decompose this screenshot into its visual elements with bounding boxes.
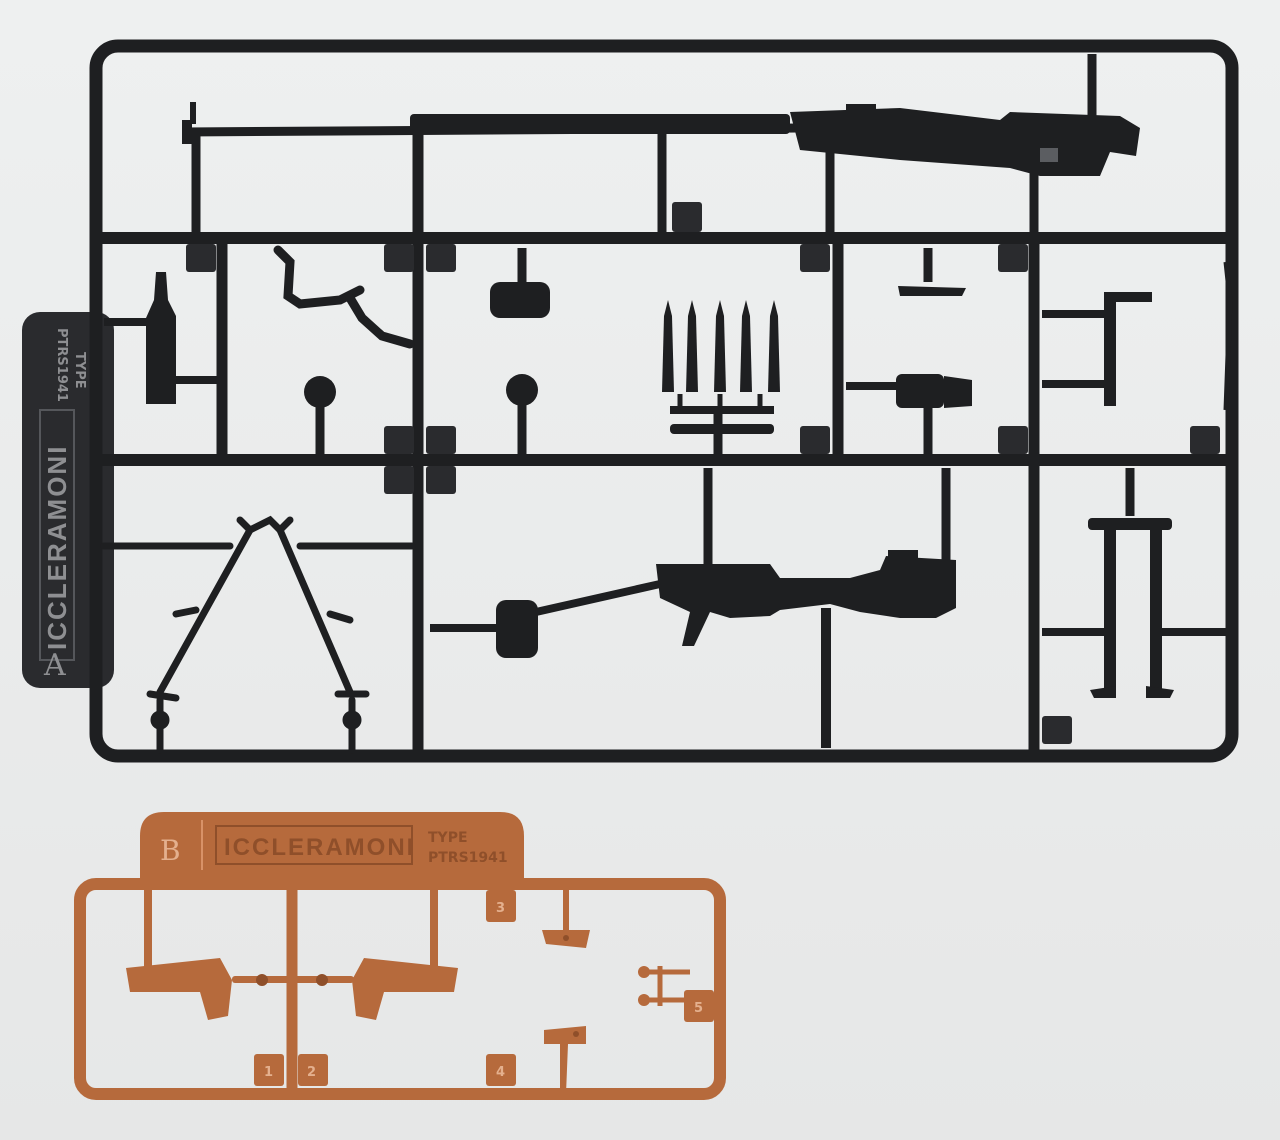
sprue-a-part-drum <box>490 248 550 318</box>
sprue-a-part-knob-right <box>506 374 538 454</box>
sprue-b-brand: ICCLERAMONI <box>224 834 415 861</box>
sprue-a-part-bipod <box>100 515 416 754</box>
sprue-a-letter: A <box>43 648 66 683</box>
sprue-a-part-grenade-cluster <box>846 374 972 454</box>
sprue-b-part-pins <box>638 966 690 1006</box>
sprue-a-part-receiver <box>430 468 956 748</box>
part-number-5: 5 <box>694 1001 703 1016</box>
sprue-a-part-cartridges <box>662 300 780 454</box>
sprue-a-part-rifle-barrel <box>182 54 1140 238</box>
sprue-b-type-label: TYPE <box>428 830 468 846</box>
part-number-2: 2 <box>307 1065 316 1080</box>
sprue-b: B ICCLERAMONI TYPE PTRS1941 1 2 3 4 5 <box>74 812 726 1100</box>
sprue-a: ICCLERAMONI TYPE PTRS1941 A <box>22 39 1239 763</box>
sprue-b-number-tabs: 1 2 3 4 5 <box>254 890 714 1086</box>
sprue-a-brand: ICCLERAMONI <box>42 445 72 650</box>
sprue-a-frame <box>89 39 1239 763</box>
sprue-a-part-knob-left <box>304 376 336 454</box>
sprue-b-frame <box>74 878 726 1100</box>
sprue-a-part-crank <box>1042 261 1233 411</box>
sprue-b-part-small-bracket-top <box>542 890 590 948</box>
sprue-b-model: PTRS1941 <box>428 850 508 866</box>
sprue-b-label-tab: B ICCLERAMONI TYPE PTRS1941 <box>140 812 524 886</box>
sprue-a-part-monopod <box>1042 468 1226 698</box>
sprue-a-part-hammer <box>898 248 966 296</box>
part-number-4: 4 <box>496 1065 505 1080</box>
part-number-1: 1 <box>264 1065 273 1080</box>
sprue-a-type-label: TYPE <box>72 352 87 389</box>
sprue-a-part-bottle <box>104 272 222 404</box>
sprue-b-letter: B <box>160 834 181 867</box>
part-number-3: 3 <box>496 901 505 916</box>
sprue-b-part-small-bracket-bottom <box>544 1026 586 1094</box>
sprue-a-part-wire-bracket <box>273 245 415 349</box>
sprue-a-model: PTRS1941 <box>54 328 69 402</box>
